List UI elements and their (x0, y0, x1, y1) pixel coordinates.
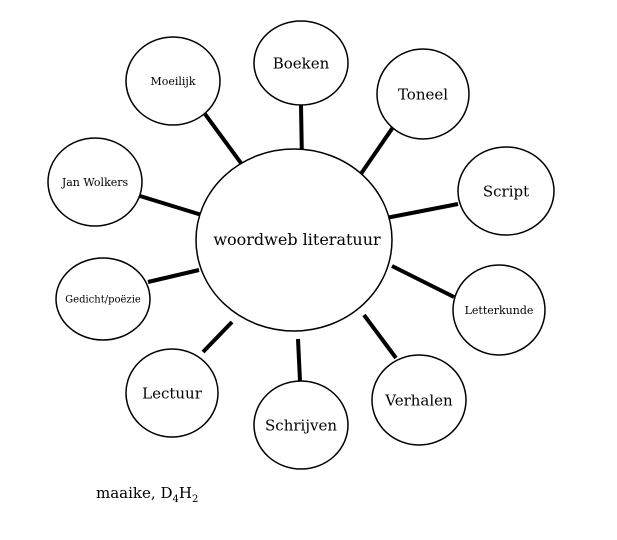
connector-lectuur (201, 320, 234, 354)
node-circle-letterkunde (452, 264, 546, 356)
node-circle-toneel (376, 48, 470, 140)
author-name: maaike, (96, 484, 156, 502)
connector-toneel (354, 118, 400, 183)
connector-letterkunde (391, 264, 455, 299)
node-circle-verhalen (371, 354, 467, 446)
node-label-verhalen: Verhalen (384, 391, 453, 409)
node-letterkunde: Letterkunde (452, 264, 546, 356)
node-label-lectuur: Lectuur (142, 384, 203, 402)
node-jan-wolkers: Jan Wolkers (47, 137, 143, 227)
node-circle-boeken (253, 20, 349, 106)
connector-script (385, 202, 459, 220)
author-credit: maaike, D4H2 (96, 484, 198, 505)
node-lectuur: Lectuur (125, 348, 219, 438)
node-circle-script (457, 146, 555, 236)
node-verhalen: Verhalen (371, 354, 467, 446)
node-circle-schrijven (253, 380, 349, 470)
connector-schrijven (296, 338, 302, 382)
center-label: woordweb literatuur (213, 230, 381, 249)
node-circle-lectuur (125, 348, 219, 438)
author-class: D4H2 (160, 484, 199, 505)
connector-jan-wolkers (139, 194, 206, 218)
node-label-jan-wolkers: Jan Wolkers (61, 176, 129, 189)
node-circle-jan-wolkers (47, 137, 143, 227)
node-toneel: Toneel (376, 48, 470, 140)
connector-verhalen (362, 313, 398, 360)
node-boeken: Boeken (253, 20, 349, 106)
node-label-script: Script (483, 182, 529, 200)
outer-nodes: BoekenToneelScriptLetterkundeVerhalenSch… (47, 20, 555, 470)
node-script: Script (457, 146, 555, 236)
node-label-schrijven: Schrijven (265, 416, 337, 434)
node-circle-moeilijk (125, 36, 221, 126)
connector-gedicht (147, 268, 200, 284)
node-schrijven: Schrijven (253, 380, 349, 470)
node-label-boeken: Boeken (273, 54, 330, 72)
center-circle (195, 148, 393, 332)
node-gedicht: Gedicht/poëzie (55, 257, 151, 341)
node-label-letterkunde: Letterkunde (465, 304, 534, 317)
node-circle-gedicht (55, 257, 151, 341)
node-moeilijk: Moeilijk (125, 36, 221, 126)
node-label-toneel: Toneel (398, 85, 448, 103)
node-label-gedicht: Gedicht/poëzie (65, 295, 141, 306)
node-label-moeilijk: Moeilijk (150, 75, 195, 88)
center-node: woordweb literatuur (195, 148, 393, 332)
